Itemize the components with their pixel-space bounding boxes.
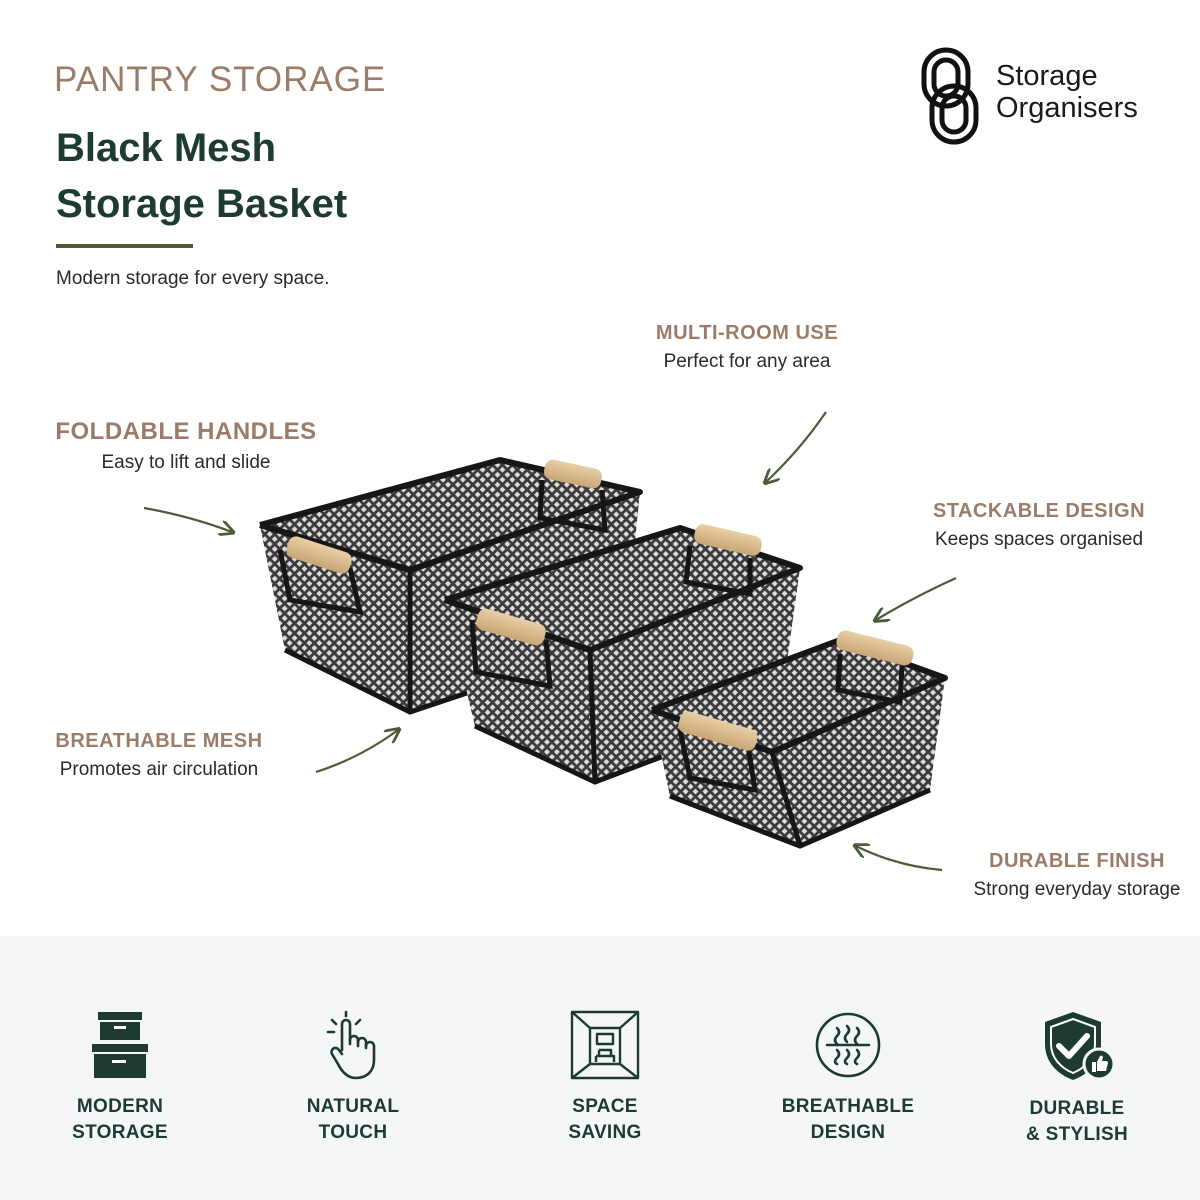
pointing-hand-icon [326,1010,376,1080]
feature-5-line1: DURABLE [1029,1098,1125,1119]
callout-durable: DURABLE FINISH Strong everyday storage [954,850,1200,901]
callout-stackable-head: STACKABLE DESIGN [932,500,1146,522]
callout-foldable-sub: Easy to lift and slide [101,452,271,473]
arrow-foldable [143,506,232,532]
stacked-boxes-icon [92,1012,148,1078]
callout-breathable: BREATHABLE MESH Promotes air circulation [36,730,282,781]
feature-4-line2: DESIGN [810,1122,886,1143]
interlocking-loops-logo-icon [921,47,979,145]
feature-modern-storage: MODERN STORAGE [20,1010,220,1146]
brand-name: Storage Organisers [996,60,1138,124]
features-band [0,936,1200,1200]
callout-breathable-head: BREATHABLE MESH [55,730,263,752]
brand-name-line2: Organisers [996,92,1138,124]
callout-durable-head: DURABLE FINISH [989,850,1165,872]
product-title-line2: Storage Basket [56,182,348,226]
brand-name-line1: Storage [996,60,1098,92]
callout-multi-room-sub: Perfect for any area [663,351,831,372]
feature-4-line1: BREATHABLE [781,1096,915,1117]
feature-space-saving: SPACE SAVING [505,1010,705,1146]
feature-1-line1: MODERN [76,1096,164,1117]
category-eyebrow: PANTRY STORAGE [54,60,387,99]
feature-2-line2: TOUCH [318,1122,388,1143]
callout-multi-room: MULTI-ROOM USE Perfect for any area [632,322,862,373]
feature-breathable-design: BREATHABLE DESIGN [748,1010,948,1146]
callout-stackable: STACKABLE DESIGN Keeps spaces organised [914,500,1164,551]
callout-breathable-sub: Promotes air circulation [59,759,259,780]
arrow-breathable [315,730,398,774]
feature-natural-touch: NATURAL TOUCH [253,1010,453,1146]
feature-5-line2: & STYLISH [1026,1124,1128,1145]
callout-foldable: FOLDABLE HANDLES Easy to lift and slide [36,418,336,474]
room-layout-icon [570,1010,640,1080]
product-title-line1: Black Mesh [56,126,277,170]
callout-durable-sub: Strong everyday storage [973,879,1181,900]
feature-2-line1: NATURAL [306,1096,400,1117]
mesh-baskets-illustration [259,457,948,849]
product-title: Black Mesh Storage Basket [56,120,347,232]
shield-check-icon [1045,1012,1115,1081]
arrow-durable [856,846,943,872]
feature-3-line1: SPACE [572,1096,638,1117]
callout-foldable-head: FOLDABLE HANDLES [55,418,317,445]
arrow-multi-room [766,411,827,482]
title-divider [56,244,193,248]
arrow-stackable [876,576,957,620]
small-basket [650,630,948,849]
product-tagline: Modern storage for every space. [56,268,330,289]
feature-durable-stylish: DURABLE & STYLISH [977,1010,1177,1148]
feature-3-line2: SAVING [568,1122,642,1143]
airflow-icon [815,1012,881,1078]
callout-multi-room-head: MULTI-ROOM USE [655,322,839,344]
callout-stackable-sub: Keeps spaces organised [934,529,1144,550]
callout-arrows [143,411,957,872]
feature-1-line2: STORAGE [72,1122,168,1143]
